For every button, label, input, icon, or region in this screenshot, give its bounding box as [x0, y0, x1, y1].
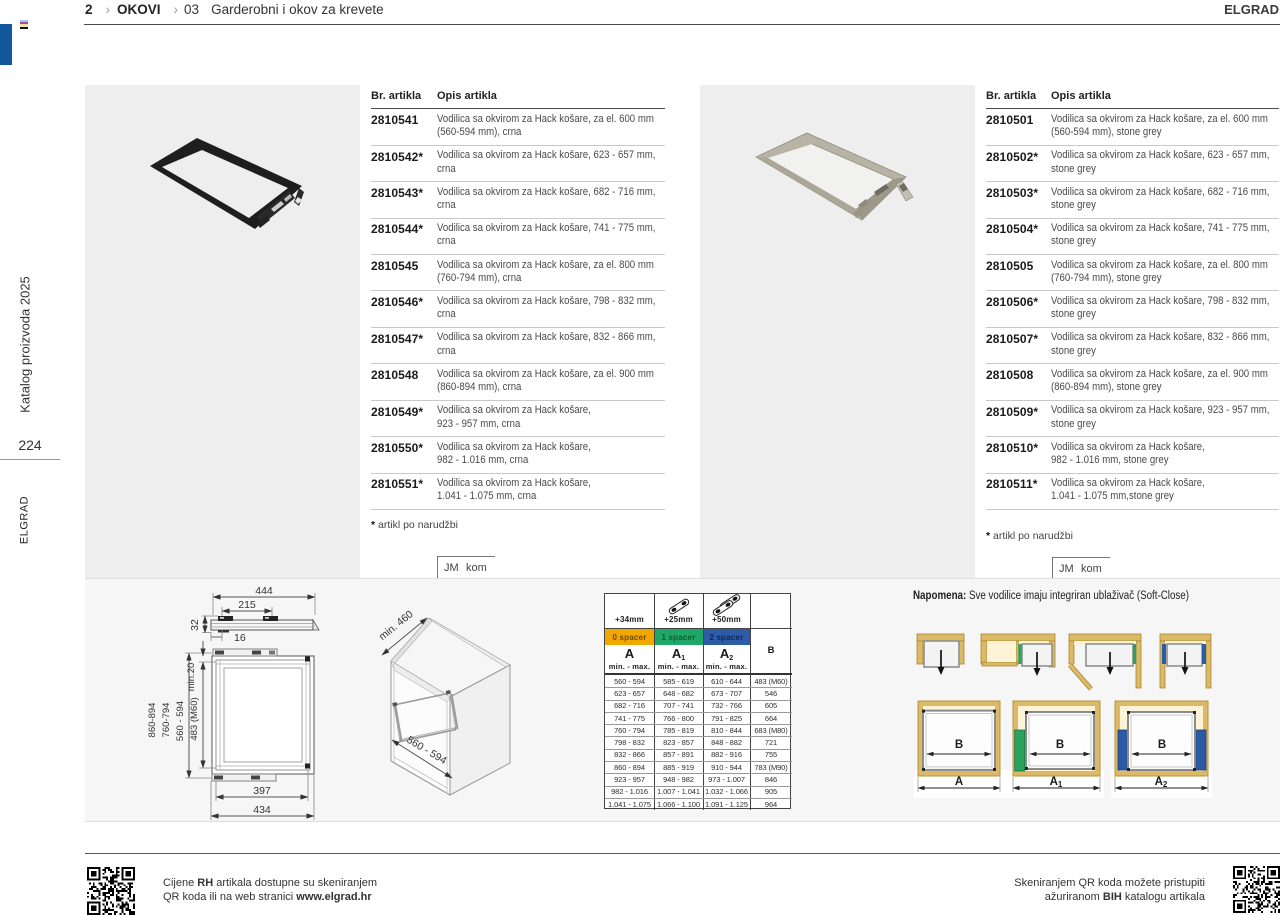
- svg-text:32: 32: [189, 619, 201, 631]
- svg-text:A2: A2: [1155, 776, 1168, 789]
- svg-text:860-894: 860-894: [147, 703, 158, 738]
- svg-text:A1: A1: [1050, 776, 1063, 789]
- svg-text:A: A: [955, 776, 963, 788]
- svg-text:215: 215: [238, 599, 256, 611]
- svg-text:560 - 594: 560 - 594: [175, 701, 186, 741]
- svg-text:434: 434: [253, 804, 271, 816]
- svg-text:min.20: min.20: [186, 663, 197, 692]
- svg-text:16: 16: [234, 632, 246, 644]
- svg-text:760-794: 760-794: [161, 703, 172, 738]
- svg-text:B: B: [1158, 739, 1166, 751]
- svg-text:483 (M60): 483 (M60): [189, 697, 200, 740]
- svg-text:444: 444: [255, 585, 273, 597]
- svg-text:397: 397: [253, 785, 271, 797]
- svg-text:B: B: [955, 739, 963, 751]
- svg-text:min. 460: min. 460: [377, 608, 416, 643]
- svg-text:B: B: [1056, 739, 1064, 751]
